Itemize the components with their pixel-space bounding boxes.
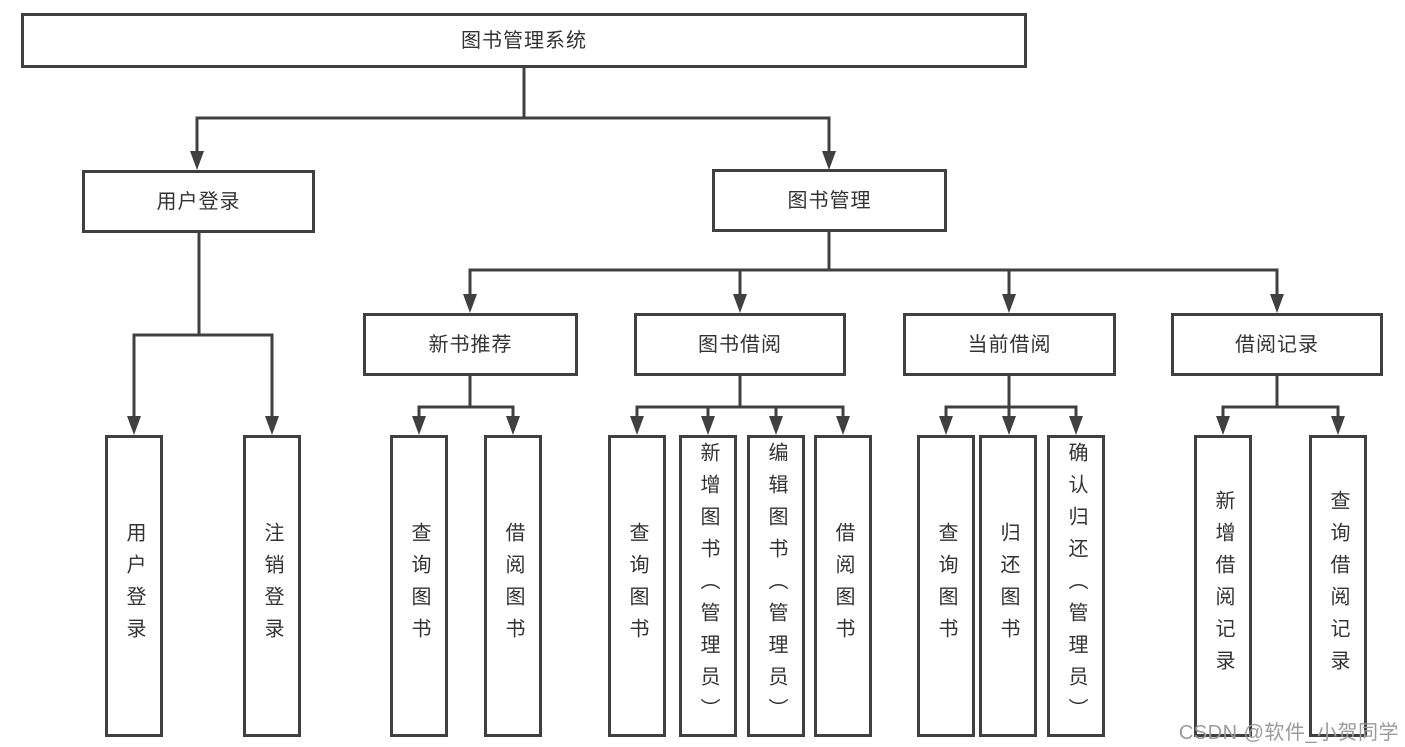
leaf-label: 新增借阅记录 bbox=[1212, 490, 1234, 682]
leaf-query-books-current: 查询图书 bbox=[917, 435, 975, 737]
leaf-query-books-recommend: 查询图书 bbox=[390, 435, 448, 737]
node-new-book-recommendation: 新书推荐 bbox=[363, 313, 578, 376]
leaf-label: 查询图书 bbox=[935, 522, 957, 650]
leaf-label: 新增图书（管理员） bbox=[697, 442, 719, 730]
leaf-user-login: 用户登录 bbox=[105, 435, 163, 737]
leaf-label: 查询图书 bbox=[626, 522, 648, 650]
node-book-management: 图书管理 bbox=[712, 169, 947, 232]
leaf-label: 查询借阅记录 bbox=[1327, 490, 1349, 682]
leaf-add-borrow-record: 新增借阅记录 bbox=[1194, 435, 1252, 737]
leaf-label: 归还图书 bbox=[997, 522, 1019, 650]
watermark: CSDN @软件_小贺同学 bbox=[1178, 722, 1399, 744]
node-label: 图书借阅 bbox=[698, 333, 782, 356]
leaf-logout: 注销登录 bbox=[243, 435, 301, 737]
leaf-query-books-borrowing: 查询图书 bbox=[608, 435, 666, 737]
leaf-label: 用户登录 bbox=[123, 522, 145, 650]
node-label: 图书管理系统 bbox=[461, 29, 587, 52]
node-label: 新书推荐 bbox=[428, 333, 513, 356]
node-label: 图书管理 bbox=[787, 189, 872, 212]
node-book-borrowing: 图书借阅 bbox=[634, 313, 846, 376]
node-label: 用户登录 bbox=[156, 190, 241, 213]
node-current-borrowing: 当前借阅 bbox=[903, 313, 1116, 376]
arrowheads bbox=[127, 151, 1345, 435]
node-user-login: 用户登录 bbox=[82, 170, 315, 233]
node-label: 借阅记录 bbox=[1235, 333, 1319, 356]
node-borrowing-records: 借阅记录 bbox=[1171, 313, 1383, 376]
leaf-label: 注销登录 bbox=[261, 522, 283, 650]
leaf-add-books-admin: 新增图书（管理员） bbox=[679, 435, 737, 737]
leaf-borrow-books-recommend: 借阅图书 bbox=[484, 435, 542, 737]
node-label: 当前借阅 bbox=[967, 333, 1052, 356]
leaf-borrow-books-borrowing: 借阅图书 bbox=[814, 435, 872, 737]
leaf-label: 查询图书 bbox=[408, 522, 430, 650]
leaf-label: 借阅图书 bbox=[502, 522, 524, 650]
node-library-management-system: 图书管理系统 bbox=[21, 13, 1027, 68]
leaf-label: 借阅图书 bbox=[832, 522, 854, 650]
leaf-label: 编辑图书（管理员） bbox=[765, 442, 787, 730]
leaf-label: 确认归还（管理员） bbox=[1065, 442, 1087, 730]
leaf-query-borrow-record: 查询借阅记录 bbox=[1309, 435, 1367, 737]
leaf-edit-books-admin: 编辑图书（管理员） bbox=[747, 435, 805, 737]
leaf-return-books: 归还图书 bbox=[979, 435, 1037, 737]
leaf-confirm-return-admin: 确认归还（管理员） bbox=[1047, 435, 1105, 737]
